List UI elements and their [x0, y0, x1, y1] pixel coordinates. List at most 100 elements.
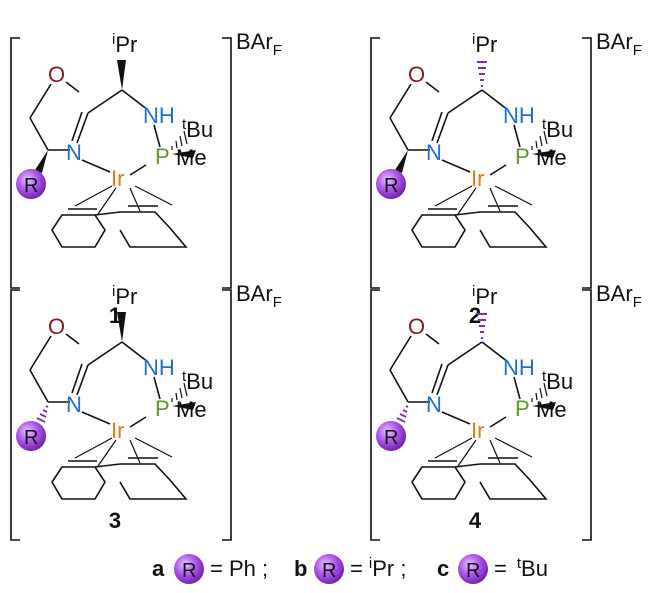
tbu-label: tBu [542, 368, 573, 394]
legend-a-letter: a [152, 556, 165, 581]
right-bracket [582, 37, 592, 289]
r-group-ball [16, 421, 46, 451]
cod-ring [411, 457, 548, 500]
p-me-wedge [532, 150, 556, 158]
nh-atom: NH [503, 103, 535, 128]
compound-number: 4 [469, 508, 482, 533]
oxygen-atom: O [48, 314, 65, 339]
ir-cod-bonds [434, 437, 533, 467]
left-bracket [10, 289, 20, 541]
r-group-ball [16, 169, 46, 199]
legend-c-r-label: R [466, 560, 480, 582]
legend-b-r-ball [314, 554, 344, 584]
substituent-legend: a R = Ph ; b R =iPr ; c R =tBu [152, 554, 548, 584]
legend-a-r-ball [174, 554, 204, 584]
me-label: Me [176, 397, 207, 422]
me-label: Me [536, 145, 567, 170]
left-bracket [10, 37, 20, 289]
cod-ring [411, 205, 548, 248]
phosphorus-atom: P [515, 396, 530, 421]
cod-ring [51, 457, 188, 500]
iridium-atom: Ir [471, 418, 484, 443]
legend-a-r-label: R [182, 560, 196, 582]
skeleton-bonds [29, 333, 161, 428]
p-tbu-hash [531, 382, 548, 402]
nitrogen-atom: N [426, 392, 442, 417]
legend-a-value: = Ph ; [210, 556, 268, 581]
p-tbu-hash [171, 382, 188, 402]
compound-number: 2 [469, 303, 481, 328]
counterion-main: BArF [596, 281, 642, 311]
phosphorus-atom: P [515, 144, 530, 169]
skeleton-bonds [389, 333, 521, 428]
p-tbu-hash [531, 130, 548, 150]
compound-3: BArF [10, 281, 282, 541]
legend-b-r-label: R [322, 560, 336, 582]
ipr-label: iPr [472, 283, 497, 309]
r-hash [396, 405, 409, 423]
p-me-wedge [172, 150, 196, 158]
r-group-ball [376, 421, 406, 451]
oxygen-atom: O [48, 62, 65, 87]
ipr-label: iPr [112, 31, 137, 57]
me-label: Me [536, 397, 567, 422]
tbu-label: tBu [542, 116, 573, 142]
ipr-wedge [117, 60, 126, 90]
ipr-label: iPr [472, 31, 497, 57]
r-label: R [384, 427, 398, 449]
ir-cod-bonds [74, 185, 173, 215]
ir-cod-bonds [74, 437, 173, 467]
nh-atom: NH [143, 103, 175, 128]
nitrogen-atom: N [66, 392, 82, 417]
legend-c-letter: c [437, 556, 449, 581]
oxygen-atom: O [408, 314, 425, 339]
legend-c-value: =tBu [494, 555, 548, 581]
p-me-wedge [532, 402, 556, 410]
compound-number: 3 [109, 508, 121, 533]
r-label: R [24, 427, 38, 449]
legend-c-r-ball [458, 554, 488, 584]
ipr-hash [477, 313, 487, 339]
tbu-label: tBu [182, 368, 213, 394]
r-wedge [395, 150, 408, 173]
nitrogen-atom: N [66, 140, 82, 165]
iridium-atom: Ir [471, 166, 484, 191]
iridium-atom: Ir [111, 418, 124, 443]
tbu-label: tBu [182, 116, 213, 142]
nh-atom: NH [143, 355, 175, 380]
compound-4: BArF [370, 281, 642, 541]
ir-cod-bonds [434, 185, 533, 215]
counterion-main: BArF [236, 281, 282, 311]
compound-2: BArF [370, 29, 642, 328]
compound-number: 1 [109, 303, 121, 328]
skeleton-bonds [29, 81, 161, 176]
nitrogen-atom: N [426, 140, 442, 165]
counterion-main: BArF [596, 29, 642, 59]
compound-1: BArF [10, 29, 282, 328]
r-label: R [384, 175, 398, 197]
left-bracket [370, 289, 380, 541]
ipr-hash [477, 61, 487, 87]
cod-ring [51, 205, 188, 248]
ipr-label: iPr [112, 283, 137, 309]
ipr-wedge [117, 312, 126, 342]
r-wedge [35, 150, 48, 173]
oxygen-atom: O [408, 62, 425, 87]
right-bracket [222, 37, 232, 289]
phosphorus-atom: P [155, 396, 170, 421]
left-bracket [370, 37, 380, 289]
me-label: Me [176, 145, 207, 170]
legend-b-value: =iPr ; [350, 555, 406, 581]
r-label: R [24, 175, 38, 197]
p-me-wedge [172, 402, 196, 410]
r-group-ball [376, 169, 406, 199]
legend-b-letter: b [294, 556, 307, 581]
right-bracket [582, 289, 592, 541]
p-tbu-hash [171, 130, 188, 150]
iridium-atom: Ir [111, 166, 124, 191]
counterion-main: BArF [236, 29, 282, 59]
skeleton-bonds [389, 81, 521, 176]
nh-atom: NH [503, 355, 535, 380]
phosphorus-atom: P [155, 144, 170, 169]
